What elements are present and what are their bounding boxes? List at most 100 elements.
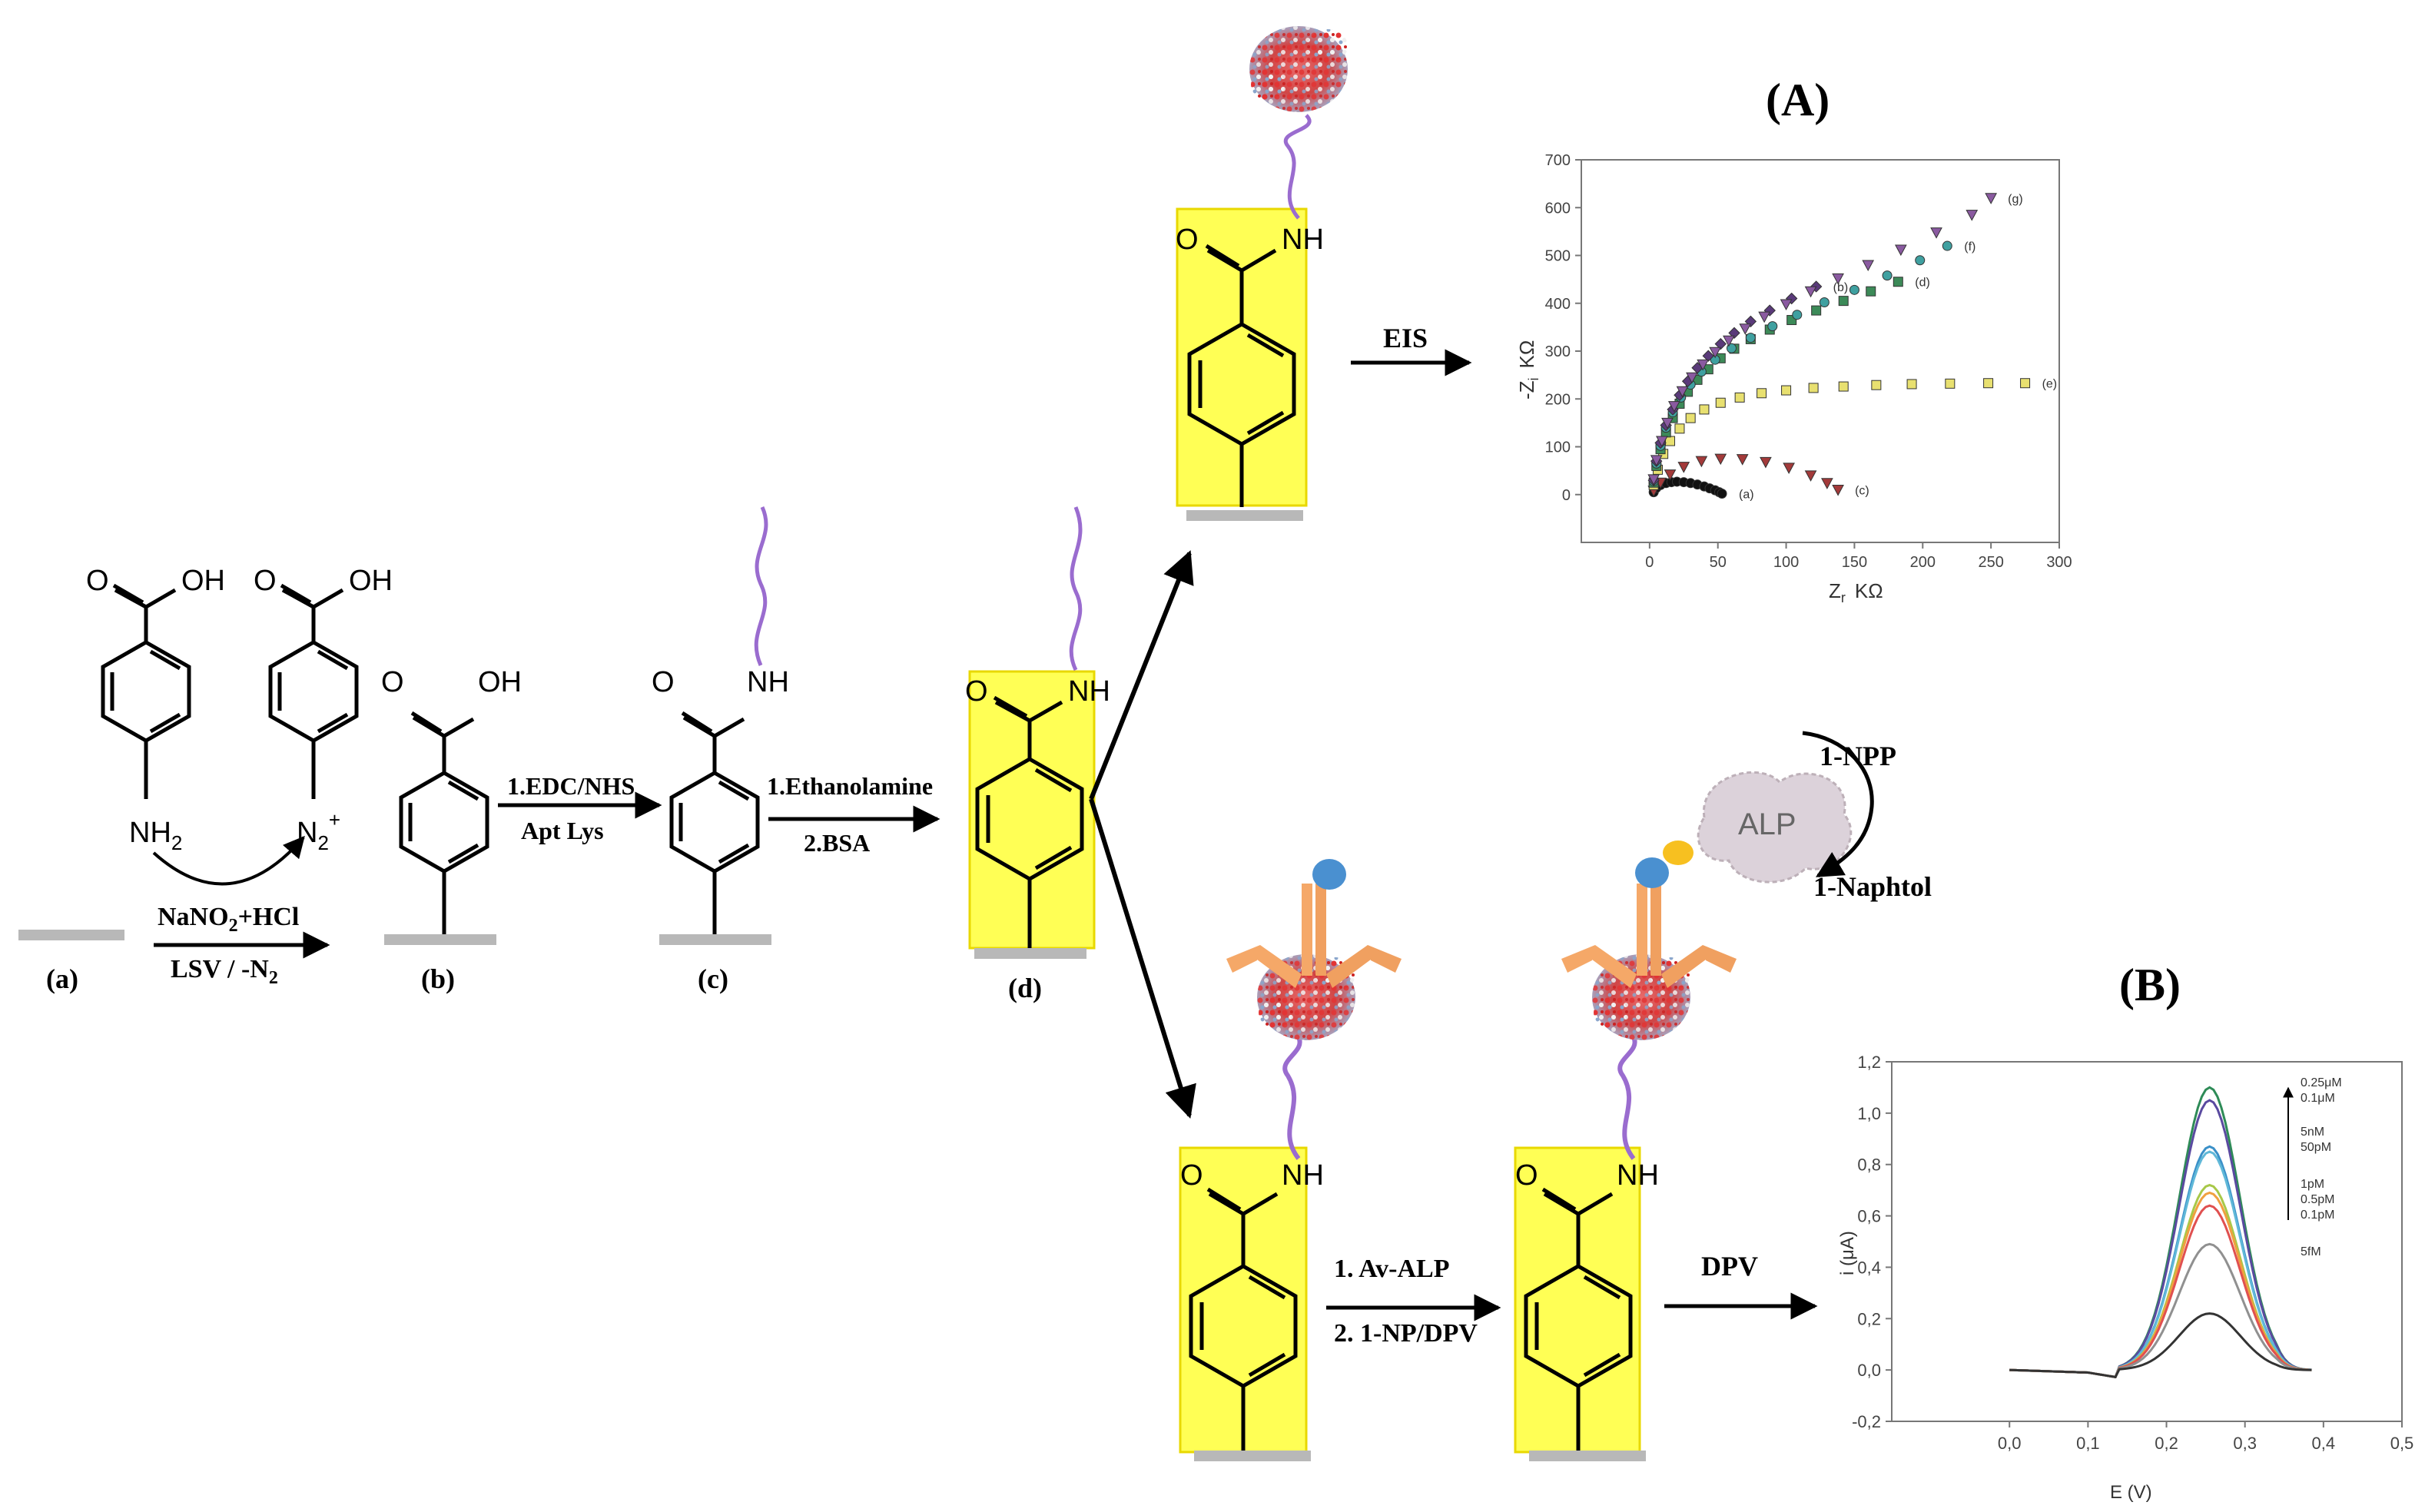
sensor-eis: O NH [1176, 26, 1348, 507]
data-point [1709, 346, 1721, 359]
data-point [1745, 333, 1756, 343]
arrow-enzyme-reaction [1802, 731, 1874, 878]
legend-entry: 5nM [2301, 1126, 2324, 1139]
step2-reagent: 1.EDC/NHS [507, 772, 635, 800]
data-point [1717, 489, 1727, 499]
aptamer-strand [1283, 114, 1312, 220]
stage-label-b: (b) [421, 963, 455, 994]
step3-blocker: 2.BSA [804, 829, 870, 857]
x-tick-label: 0,0 [1998, 1434, 2022, 1453]
atom-o: O [381, 666, 404, 698]
series-label: (f) [1964, 240, 1975, 254]
stage-label-c: (c) [698, 963, 728, 994]
electrode [1186, 510, 1303, 521]
atom-oh: OH [478, 666, 522, 698]
atom-o: O [1180, 1159, 1203, 1192]
atom-o: O [1515, 1159, 1538, 1192]
x-tick-label: 50 [1710, 554, 1727, 571]
legend-entry: 0.1pM [2301, 1209, 2334, 1222]
y-tick-label: 600 [1545, 200, 1571, 217]
data-point [1736, 454, 1749, 466]
y-tick-label: 0,2 [1857, 1309, 1881, 1328]
x-tick-label: 0,5 [2390, 1434, 2414, 1453]
y-axis-label: i (μA) [1837, 1231, 1858, 1275]
aptamer-strand [1282, 1036, 1302, 1160]
atom-oh: OH [349, 565, 393, 597]
data-point [1838, 381, 1849, 392]
data-point [1832, 273, 1844, 285]
data-point [1677, 462, 1690, 473]
data-point [1685, 413, 1696, 423]
x-tick-label: 0,1 [2076, 1434, 2100, 1453]
x-tick-label: 0 [1645, 554, 1654, 571]
data-point [1811, 305, 1822, 316]
data-point [1985, 193, 1997, 204]
molecule-diazonium: O OH N2+ [254, 565, 393, 854]
data-point [1661, 417, 1674, 429]
data-point [1668, 401, 1680, 413]
data-point [1695, 456, 1708, 468]
aptamer-strand [1617, 1036, 1637, 1160]
y-tick-label: 1,2 [1857, 1053, 1881, 1072]
atom-nh: NH [1282, 1159, 1324, 1192]
dpv-curve [2009, 1150, 2312, 1378]
data-point [1819, 297, 1830, 308]
avidin [1663, 841, 1694, 865]
data-point [1697, 359, 1710, 371]
y-tick-label: 200 [1545, 391, 1571, 408]
legend-entry: 0.5pM [2301, 1193, 2334, 1206]
x-tick-label: 200 [1910, 554, 1936, 571]
data-point [1664, 469, 1677, 481]
dpv-curve [2009, 1312, 2312, 1378]
y-tick-label: 100 [1545, 439, 1571, 456]
series-label: (d) [1915, 277, 1930, 290]
data-point [1832, 485, 1844, 496]
legend-entry: 5fM [2301, 1245, 2321, 1258]
lysozyme-protein [1249, 26, 1348, 112]
step1-method: LSV / -N2 [171, 955, 278, 988]
atom-o: O [254, 565, 277, 597]
electrode [384, 934, 496, 945]
dpv-label: DPV [1701, 1251, 1758, 1282]
series-label: (g) [2008, 193, 2023, 206]
y-tick-label: 1,0 [1857, 1104, 1881, 1123]
atom-nh: NH [1617, 1159, 1659, 1192]
y-tick-label: 0,6 [1857, 1207, 1881, 1226]
panel-title-b: (B) [2119, 960, 2181, 1010]
step1-reagent: NaNO2+HCl [158, 903, 299, 936]
data-point [1882, 270, 1893, 281]
x-tick-label: 100 [1773, 554, 1799, 571]
data-point [1849, 284, 1859, 295]
atom-o: O [965, 675, 988, 708]
data-point [1783, 463, 1795, 474]
legend-entry: 0.25μM [2301, 1076, 2342, 1089]
data-point [1734, 392, 1745, 403]
legend-entry: 0.1μM [2301, 1092, 2335, 1105]
data-point [1942, 240, 1952, 251]
electrode [18, 930, 124, 940]
atom-nh: NH [747, 666, 789, 698]
data-point [1757, 388, 1767, 399]
series-label: (e) [2042, 378, 2058, 391]
data-point [1821, 478, 1833, 489]
data-point [1804, 286, 1817, 298]
aptamer-strand [1069, 506, 1083, 671]
step5-detection: 2. 1-NP/DPV [1334, 1319, 1478, 1348]
data-point [2020, 378, 2031, 389]
sensor-labelled: O NH ALP [1514, 771, 1853, 1454]
molecule-c: O NH [652, 506, 789, 934]
data-point [1714, 453, 1727, 466]
alp-label: ALP [1738, 807, 1796, 841]
data-point [1699, 404, 1710, 415]
y-tick-label: 500 [1545, 248, 1571, 265]
x-tick-label: 0,2 [2155, 1434, 2178, 1453]
data-point [1702, 350, 1714, 362]
x-tick-label: 250 [1978, 554, 2003, 571]
atom-oh: OH [181, 565, 225, 597]
data-point [1715, 397, 1726, 408]
series-label: (b) [1833, 281, 1849, 294]
